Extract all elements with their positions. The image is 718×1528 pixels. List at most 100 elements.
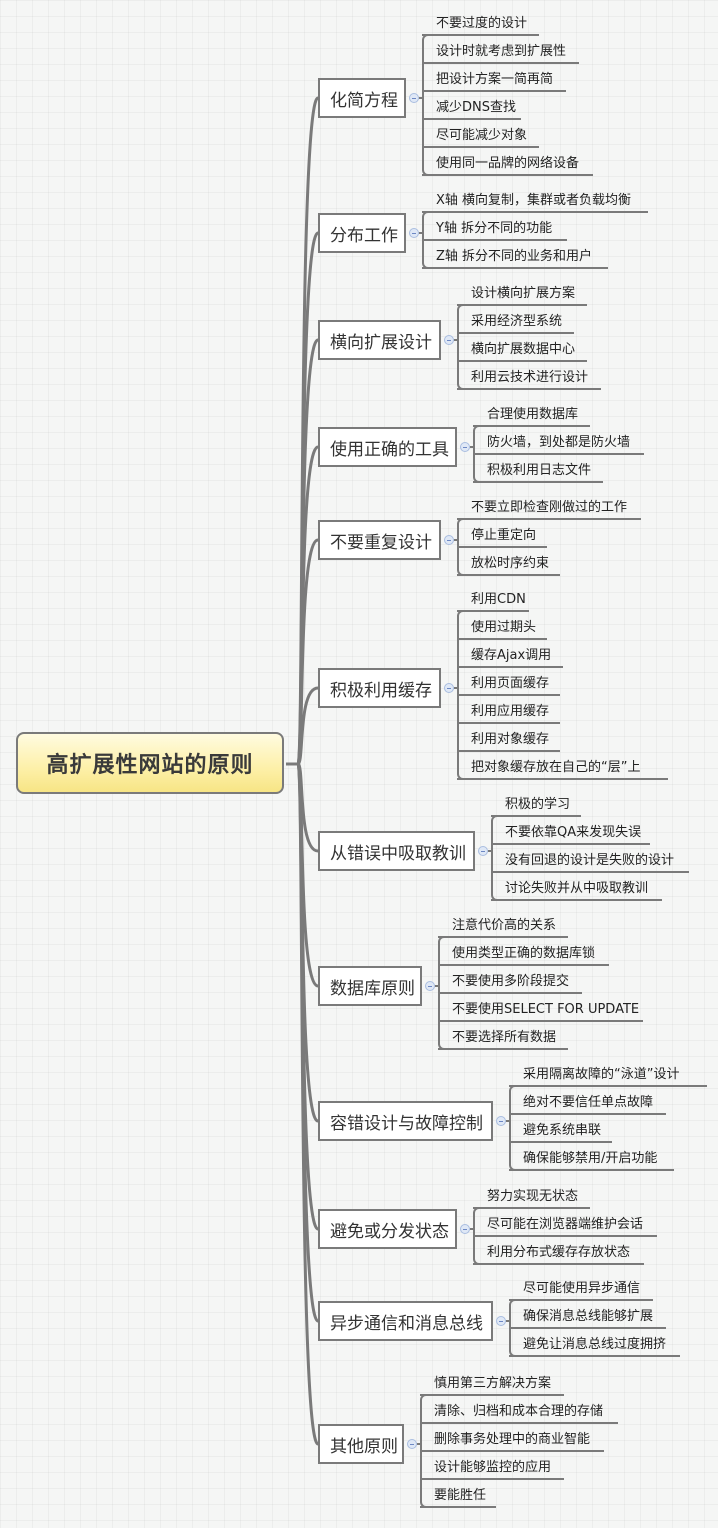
leaf-topic[interactable]: 采用隔离故障的“泳道”设计 xyxy=(509,1059,707,1087)
leaf-topic[interactable]: 不要选择所有数据 xyxy=(438,1022,568,1050)
leaf-label: 把设计方案一简再简 xyxy=(436,71,554,87)
leaf-label: 使用过期头 xyxy=(471,619,537,635)
leaf-topic[interactable]: 把对象缓存放在自己的“层”上 xyxy=(457,752,668,780)
central-topic[interactable]: 高扩展性网站的原则 xyxy=(16,732,284,794)
leaf-topic[interactable]: 利用分布式缓存存放状态 xyxy=(473,1237,644,1265)
leaf-label: 减少DNS查找 xyxy=(436,99,516,115)
leaf-topic[interactable]: 没有回退的设计是失败的设计 xyxy=(491,845,689,873)
leaf-topic[interactable]: 设计时就考虑到扩展性 xyxy=(422,36,579,64)
collapse-toggle-icon[interactable] xyxy=(496,1316,506,1326)
branch-label: 避免或分发状态 xyxy=(330,1221,449,1242)
leaf-topic[interactable]: 删除事务处理中的商业智能 xyxy=(420,1424,604,1452)
leaf-topic[interactable]: 要能胜任 xyxy=(420,1480,496,1508)
leaf-topic[interactable]: Z轴 拆分不同的业务和用户 xyxy=(422,241,608,269)
leaf-topic[interactable]: 尽可能使用异步通信 xyxy=(509,1273,653,1301)
leaf-topic[interactable]: 不要过度的设计 xyxy=(422,8,539,36)
collapse-toggle-icon[interactable] xyxy=(444,683,454,693)
collapse-toggle-icon[interactable] xyxy=(496,1116,506,1126)
leaf-label: 利用分布式缓存存放状态 xyxy=(487,1244,631,1260)
collapse-toggle-icon[interactable] xyxy=(460,442,470,452)
leaf-label: 合理使用数据库 xyxy=(487,406,579,422)
leaf-topic[interactable]: 讨论失败并从中吸取教训 xyxy=(491,873,662,901)
leaf-topic[interactable]: 清除、归档和成本合理的存储 xyxy=(420,1396,618,1424)
branch-node[interactable]: 积极利用缓存 xyxy=(318,668,441,708)
leaf-label: 要能胜任 xyxy=(434,1487,487,1503)
branch-label: 数据库原则 xyxy=(330,978,415,999)
leaf-topic[interactable]: 确保消息总线能够扩展 xyxy=(509,1301,666,1329)
leaf-topic[interactable]: 合理使用数据库 xyxy=(473,399,590,427)
branch-node[interactable]: 横向扩展设计 xyxy=(318,320,441,360)
branch-node[interactable]: 数据库原则 xyxy=(318,966,422,1006)
leaf-topic[interactable]: 确保能够禁用/开启功能 xyxy=(509,1143,674,1171)
collapse-toggle-icon[interactable] xyxy=(409,93,419,103)
branch-node[interactable]: 不要重复设计 xyxy=(318,520,441,560)
leaf-topic[interactable]: 不要使用多阶段提交 xyxy=(438,966,582,994)
branch-node[interactable]: 使用正确的工具 xyxy=(318,427,457,467)
leaf-topic[interactable]: 绝对不要信任单点故障 xyxy=(509,1087,666,1115)
collapse-toggle-icon[interactable] xyxy=(478,846,488,856)
leaf-topic[interactable]: 利用云技术进行设计 xyxy=(457,362,601,390)
leaf-topic[interactable]: 使用类型正确的数据库锁 xyxy=(438,938,609,966)
collapse-toggle-icon[interactable] xyxy=(460,1224,470,1234)
leaf-topic[interactable]: 使用过期头 xyxy=(457,612,547,640)
branch-node[interactable]: 其他原则 xyxy=(318,1424,404,1464)
branch-node[interactable]: 从错误中吸取教训 xyxy=(318,831,475,871)
collapse-toggle-icon[interactable] xyxy=(425,981,435,991)
leaf-label: 使用类型正确的数据库锁 xyxy=(452,945,596,961)
leaf-label: 利用CDN xyxy=(471,591,526,607)
leaf-topic[interactable]: 利用对象缓存 xyxy=(457,724,560,752)
leaf-label: 努力实现无状态 xyxy=(487,1188,579,1204)
leaf-topic[interactable]: 慎用第三方解决方案 xyxy=(420,1368,564,1396)
leaf-topic[interactable]: 努力实现无状态 xyxy=(473,1181,590,1209)
leaf-label: 尽可能减少对象 xyxy=(436,127,528,143)
leaf-topic[interactable]: 尽可能减少对象 xyxy=(422,120,539,148)
leaf-topic[interactable]: 不要使用SELECT FOR UPDATE xyxy=(438,994,643,1022)
leaf-topic[interactable]: 不要依靠QA来发现失误 xyxy=(491,817,650,845)
leaf-label: X轴 横向复制，集群或者负载均衡 xyxy=(436,192,632,208)
leaf-label: 慎用第三方解决方案 xyxy=(434,1375,552,1391)
leaf-label: 缓存Ajax调用 xyxy=(471,647,552,663)
leaf-topic[interactable]: 积极利用日志文件 xyxy=(473,455,603,483)
leaf-label: 绝对不要信任单点故障 xyxy=(523,1094,654,1110)
leaf-topic[interactable]: 利用页面缓存 xyxy=(457,668,560,696)
collapse-toggle-icon[interactable] xyxy=(444,535,454,545)
leaf-topic[interactable]: 设计横向扩展方案 xyxy=(457,278,587,306)
branch-label: 异步通信和消息总线 xyxy=(330,1313,483,1334)
leaf-topic[interactable]: 把设计方案一简再简 xyxy=(422,64,566,92)
leaf-topic[interactable]: X轴 横向复制，集群或者负载均衡 xyxy=(422,185,648,213)
leaf-topic[interactable]: 尽可能在浏览器端维护会话 xyxy=(473,1209,657,1237)
collapse-toggle-icon[interactable] xyxy=(409,228,419,238)
collapse-toggle-icon[interactable] xyxy=(444,335,454,345)
leaf-topic[interactable]: 横向扩展数据中心 xyxy=(457,334,587,362)
leaf-topic[interactable]: 利用CDN xyxy=(457,584,529,612)
branch-label: 化简方程 xyxy=(330,90,398,111)
branch-node[interactable]: 容错设计与故障控制 xyxy=(318,1101,493,1141)
leaf-topic[interactable]: 使用同一品牌的网络设备 xyxy=(422,148,593,176)
branch-node[interactable]: 异步通信和消息总线 xyxy=(318,1301,493,1341)
leaf-topic[interactable]: 设计能够监控的应用 xyxy=(420,1452,564,1480)
leaf-topic[interactable]: 避免系统串联 xyxy=(509,1115,612,1143)
leaf-label: 尽可能在浏览器端维护会话 xyxy=(487,1216,644,1232)
leaf-label: 使用同一品牌的网络设备 xyxy=(436,155,580,171)
leaf-topic[interactable]: 注意代价高的关系 xyxy=(438,910,568,938)
leaf-label: 设计能够监控的应用 xyxy=(434,1459,552,1475)
leaf-topic[interactable]: 减少DNS查找 xyxy=(422,92,521,120)
leaf-topic[interactable]: 停止重定向 xyxy=(457,520,547,548)
branch-node[interactable]: 化简方程 xyxy=(318,78,406,118)
leaf-topic[interactable]: 利用应用缓存 xyxy=(457,696,560,724)
leaf-topic[interactable]: 不要立即检查刚做过的工作 xyxy=(457,492,641,520)
leaf-topic[interactable]: 避免让消息总线过度拥挤 xyxy=(509,1329,680,1357)
leaf-label: 停止重定向 xyxy=(471,527,537,543)
leaf-label: 尽可能使用异步通信 xyxy=(523,1280,641,1296)
leaf-topic[interactable]: 缓存Ajax调用 xyxy=(457,640,563,668)
branch-node[interactable]: 避免或分发状态 xyxy=(318,1209,457,1249)
branch-node[interactable]: 分布工作 xyxy=(318,213,406,253)
leaf-topic[interactable]: 放松时序约束 xyxy=(457,548,560,576)
leaf-topic[interactable]: 积极的学习 xyxy=(491,789,581,817)
leaf-topic[interactable]: 采用经济型系统 xyxy=(457,306,574,334)
leaf-topic[interactable]: Y轴 拆分不同的功能 xyxy=(422,213,567,241)
leaf-topic[interactable]: 防火墙，到处都是防火墙 xyxy=(473,427,644,455)
leaf-label: 不要使用多阶段提交 xyxy=(452,973,570,989)
collapse-toggle-icon[interactable] xyxy=(407,1439,417,1449)
central-topic-label: 高扩展性网站的原则 xyxy=(46,753,254,778)
